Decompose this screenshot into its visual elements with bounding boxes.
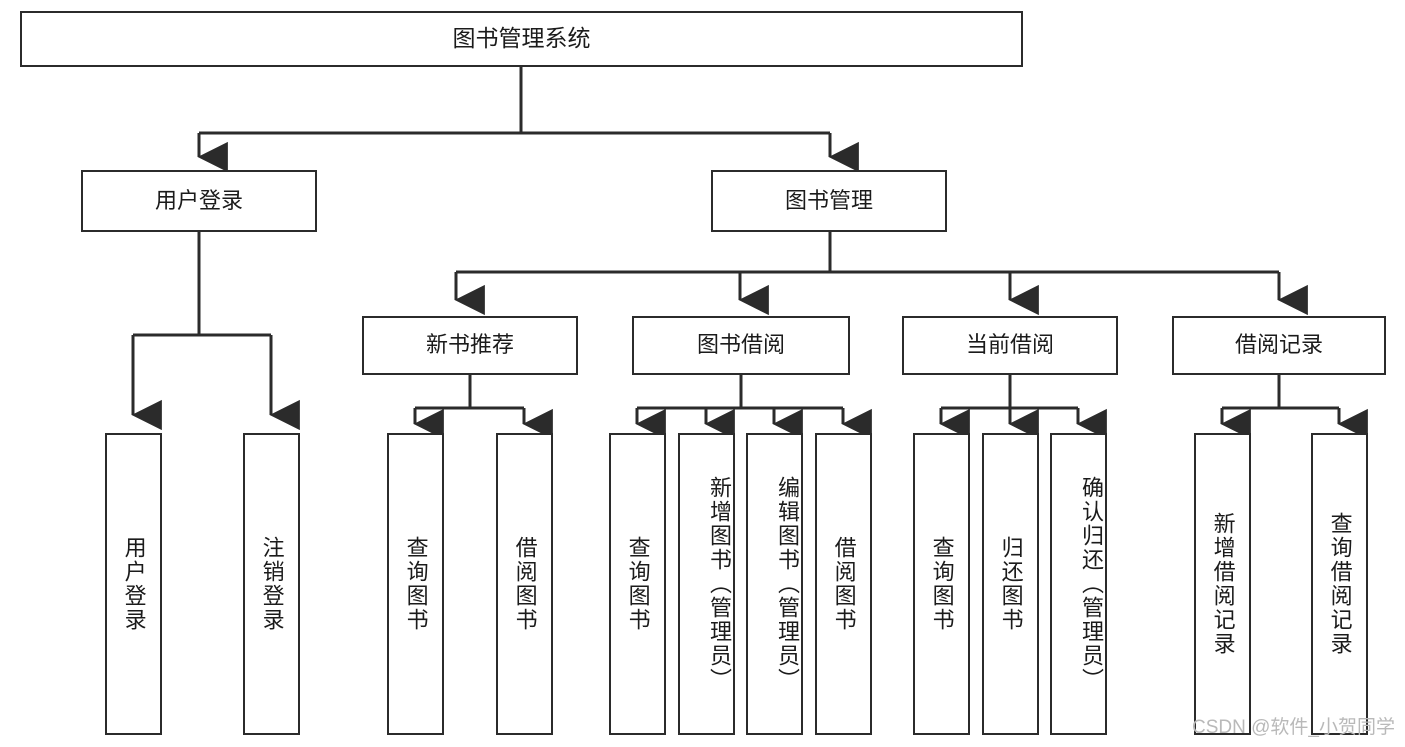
node-label: 归还图书 xyxy=(998,536,1024,632)
node-leaf-edit-book-admin[interactable]: 编辑图书（管理员） xyxy=(746,433,803,735)
node-borrow-record[interactable]: 借阅记录 xyxy=(1172,316,1386,375)
node-label: 图书管理系统 xyxy=(452,25,591,52)
node-book-management[interactable]: 图书管理 xyxy=(711,170,947,232)
node-leaf-return-book[interactable]: 归还图书 xyxy=(982,433,1039,735)
node-label: 用户登录 xyxy=(121,536,147,632)
node-label: 借阅图书 xyxy=(831,536,857,632)
node-user-login[interactable]: 用户登录 xyxy=(81,170,317,232)
node-label: 当前借阅 xyxy=(965,332,1054,358)
node-label: 用户登录 xyxy=(154,187,243,213)
node-label: 新增借阅记录 xyxy=(1210,512,1236,656)
node-leaf-query-book-borrow[interactable]: 查询图书 xyxy=(609,433,666,735)
watermark-text: CSDN @软件_小贺同学 xyxy=(1192,717,1395,738)
node-leaf-confirm-return-admin[interactable]: 确认归还（管理员） xyxy=(1050,433,1107,735)
node-leaf-query-book-current[interactable]: 查询图书 xyxy=(913,433,970,735)
node-new-book-recommend[interactable]: 新书推荐 xyxy=(362,316,578,375)
node-label: 查询借阅记录 xyxy=(1327,512,1353,656)
node-label: 查询图书 xyxy=(403,536,429,632)
node-leaf-query-borrow-record[interactable]: 查询借阅记录 xyxy=(1311,433,1368,735)
node-leaf-user-logout[interactable]: 注销登录 xyxy=(243,433,300,735)
node-leaf-borrow-book-recommend[interactable]: 借阅图书 xyxy=(496,433,553,735)
node-label: 查询图书 xyxy=(929,536,955,632)
node-label: 新书推荐 xyxy=(425,332,514,358)
node-leaf-add-borrow-record[interactable]: 新增借阅记录 xyxy=(1194,433,1251,735)
node-leaf-user-login[interactable]: 用户登录 xyxy=(105,433,162,735)
node-label: 查询图书 xyxy=(625,536,651,632)
node-label: 图书借阅 xyxy=(696,332,785,358)
node-current-borrow[interactable]: 当前借阅 xyxy=(902,316,1118,375)
node-label: 借阅记录 xyxy=(1234,332,1323,358)
csdn-watermark: CSDN @软件_小贺同学 xyxy=(1192,712,1395,739)
node-label: 新增图书（管理员） xyxy=(707,476,732,692)
node-label: 图书管理 xyxy=(784,187,873,213)
node-leaf-add-book-admin[interactable]: 新增图书（管理员） xyxy=(678,433,735,735)
node-leaf-borrow-book[interactable]: 借阅图书 xyxy=(815,433,872,735)
node-book-borrow[interactable]: 图书借阅 xyxy=(632,316,850,375)
node-label: 编辑图书（管理员） xyxy=(775,476,800,692)
node-leaf-query-book-recommend[interactable]: 查询图书 xyxy=(387,433,444,735)
node-label: 借阅图书 xyxy=(512,536,538,632)
node-label: 注销登录 xyxy=(259,536,285,632)
node-root-book-management-system[interactable]: 图书管理系统 xyxy=(20,11,1023,67)
node-label: 确认归还（管理员） xyxy=(1079,476,1104,692)
